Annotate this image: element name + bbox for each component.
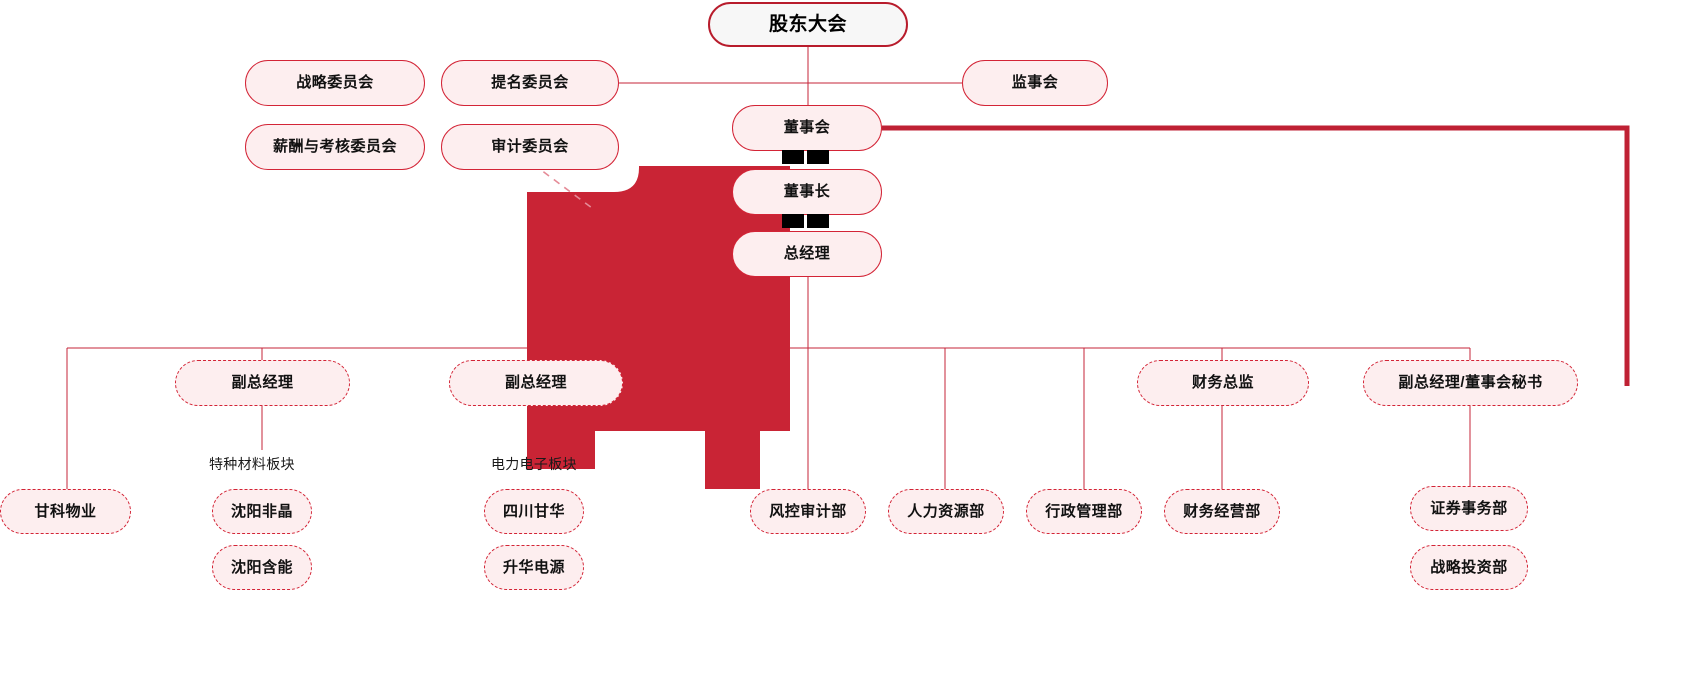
node-shenyang-hanneng[interactable]: 沈阳含能 bbox=[212, 545, 312, 590]
node-hr-dept[interactable]: 人力资源部 bbox=[888, 489, 1004, 534]
node-securities-dept[interactable]: 证券事务部 bbox=[1410, 486, 1528, 531]
node-ganke-property[interactable]: 甘科物业 bbox=[0, 489, 131, 534]
node-deputy-gm-secretary[interactable]: 副总经理/董事会秘书 bbox=[1363, 360, 1578, 406]
node-remuneration-committee[interactable]: 薪酬与考核委员会 bbox=[245, 124, 425, 170]
connector-block-left-lower bbox=[782, 214, 804, 228]
node-shareholders-meeting[interactable]: 股东大会 bbox=[708, 2, 908, 47]
node-label: 薪酬与考核委员会 bbox=[272, 138, 397, 156]
node-strategy-committee[interactable]: 战略委员会 bbox=[245, 60, 425, 106]
node-label: 董事长 bbox=[783, 183, 831, 201]
node-label: 提名委员会 bbox=[491, 74, 569, 92]
node-deputy-gm-materials[interactable]: 副总经理 bbox=[175, 360, 350, 406]
node-label: 风控审计部 bbox=[769, 502, 847, 520]
node-shenghua-power[interactable]: 升华电源 bbox=[484, 545, 584, 590]
node-audit-committee[interactable]: 审计委员会 bbox=[441, 124, 619, 170]
node-label: 监事会 bbox=[1011, 74, 1059, 92]
node-chairman[interactable]: 董事长 bbox=[732, 169, 882, 215]
node-risk-audit-dept[interactable]: 风控审计部 bbox=[750, 489, 866, 534]
node-label: 人力资源部 bbox=[907, 502, 985, 520]
node-shenyang-feijing[interactable]: 沈阳非晶 bbox=[212, 489, 312, 534]
node-label: 证券事务部 bbox=[1430, 499, 1508, 517]
node-label: 财务经营部 bbox=[1183, 502, 1261, 520]
node-label: 副总经理 bbox=[231, 374, 294, 392]
node-nomination-committee[interactable]: 提名委员会 bbox=[441, 60, 619, 106]
node-label: 董事会 bbox=[783, 119, 831, 137]
connector-block-left-upper bbox=[782, 150, 804, 164]
caption-special-materials: 特种材料板块 bbox=[209, 456, 295, 472]
node-label: 财务总监 bbox=[1191, 374, 1254, 392]
node-board-of-directors[interactable]: 董事会 bbox=[732, 105, 882, 151]
connector-block-right-upper bbox=[807, 150, 829, 164]
node-label: 战略委员会 bbox=[296, 74, 374, 92]
node-finance-dept[interactable]: 财务经营部 bbox=[1164, 489, 1280, 534]
node-label: 副总经理 bbox=[504, 374, 567, 392]
node-general-manager[interactable]: 总经理 bbox=[732, 231, 882, 277]
node-cfo[interactable]: 财务总监 bbox=[1137, 360, 1309, 406]
node-label: 沈阳非晶 bbox=[230, 502, 293, 520]
node-supervisory-board[interactable]: 监事会 bbox=[962, 60, 1108, 106]
caption-power-electronics: 电力电子板块 bbox=[491, 456, 577, 472]
node-label: 副总经理/董事会秘书 bbox=[1398, 374, 1543, 392]
node-label: 甘科物业 bbox=[34, 502, 97, 520]
connector-block-right-lower bbox=[807, 214, 829, 228]
node-strategic-invest-dept[interactable]: 战略投资部 bbox=[1410, 545, 1528, 590]
node-deputy-gm-power[interactable]: 副总经理 bbox=[449, 360, 623, 406]
node-label: 总经理 bbox=[783, 245, 831, 263]
node-sichuan-ganhua[interactable]: 四川甘华 bbox=[484, 489, 584, 534]
node-label: 升华电源 bbox=[502, 558, 565, 576]
node-label: 股东大会 bbox=[768, 13, 847, 35]
node-label: 战略投资部 bbox=[1430, 558, 1508, 576]
node-label: 四川甘华 bbox=[502, 502, 565, 520]
node-label: 沈阳含能 bbox=[230, 558, 293, 576]
node-label: 行政管理部 bbox=[1045, 502, 1123, 520]
node-admin-dept[interactable]: 行政管理部 bbox=[1026, 489, 1142, 534]
node-label: 审计委员会 bbox=[491, 138, 569, 156]
